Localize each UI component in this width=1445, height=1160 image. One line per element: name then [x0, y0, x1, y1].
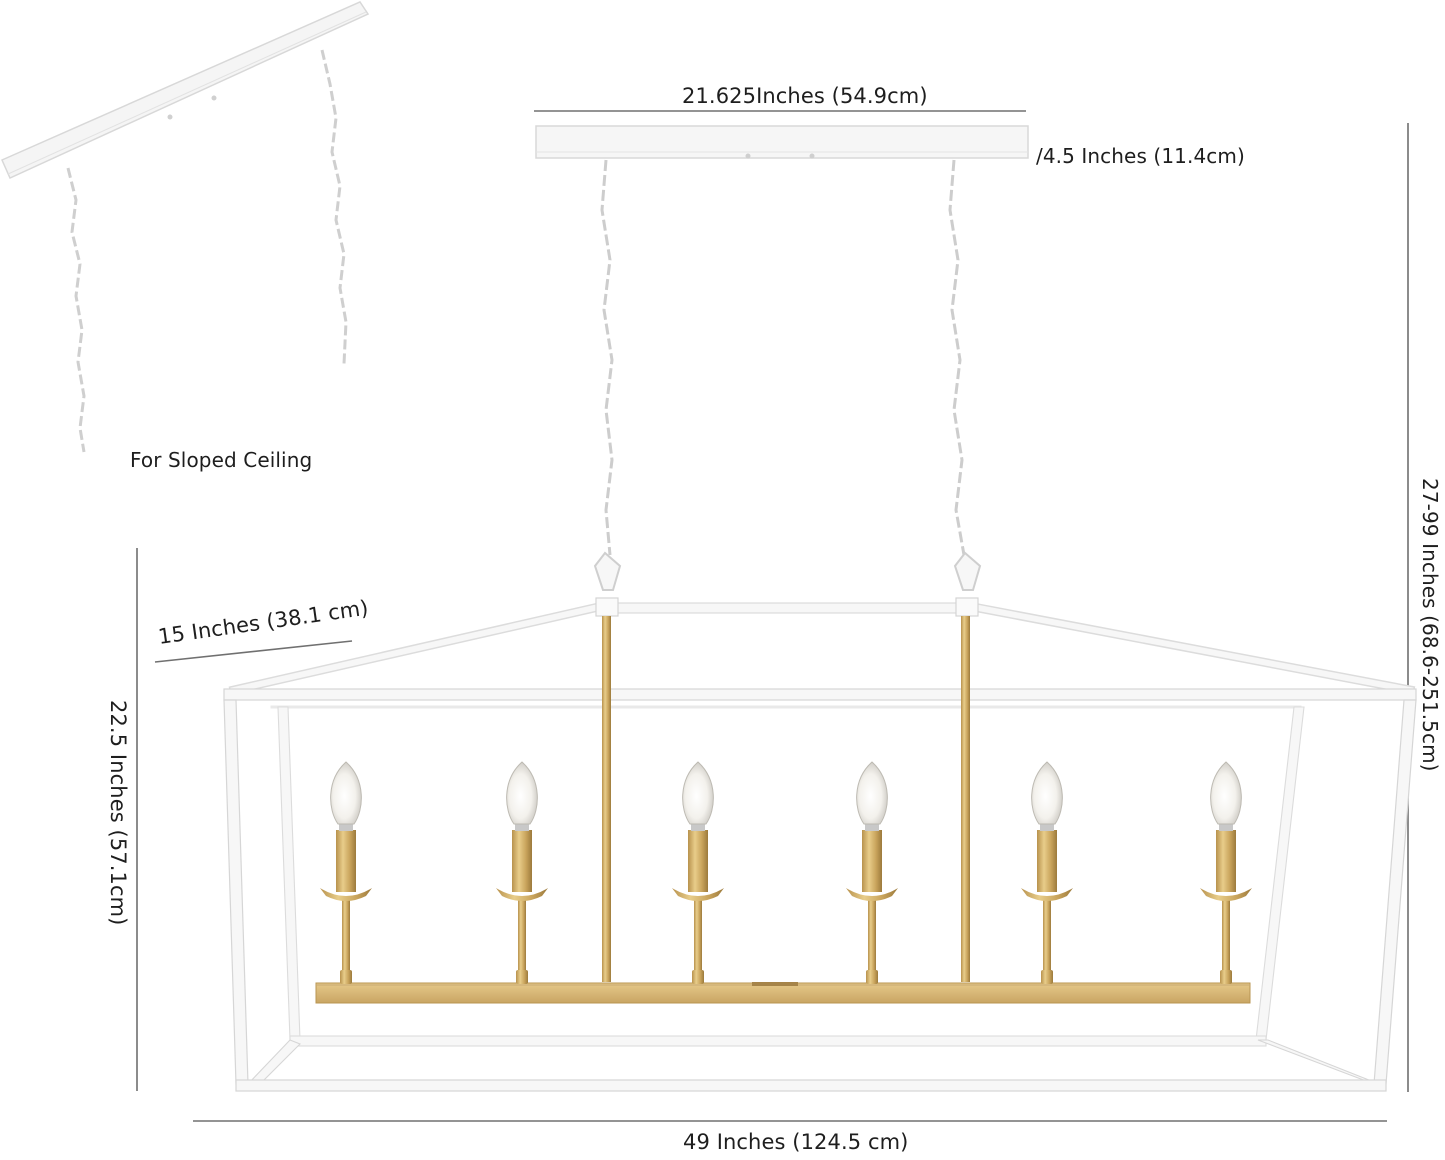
sloped-ceiling-caption: For Sloped Ceiling — [130, 448, 313, 472]
dimension-lines — [136, 110, 1409, 1122]
chain-hooks — [593, 551, 982, 591]
overall-width-label: 49 Inches (124.5 cm) — [683, 1130, 909, 1154]
brass-down-rods — [602, 616, 970, 982]
candle-6 — [1200, 761, 1252, 984]
canopy-length-label: 21.625Inches (54.9cm) — [682, 84, 928, 108]
lantern-frame — [223, 597, 1417, 1092]
ceiling-canopy — [535, 125, 1029, 159]
frame-height-label: 22.5 Inches (57.1cm) — [106, 700, 130, 926]
candle-5 — [1021, 761, 1073, 984]
hanging-chains — [600, 159, 966, 556]
candle-3 — [672, 761, 724, 984]
sloped-ceiling-inset — [1, 1, 370, 453]
candle-lights — [320, 761, 1252, 984]
candle-4 — [846, 761, 898, 984]
brass-candle-bar — [315, 982, 1251, 1004]
overall-height-label: 27-99 Inches (68.6-251.5cm) — [1418, 478, 1442, 772]
canopy-depth-label: /4.5 Inches (11.4cm) — [1036, 144, 1245, 168]
candle-2 — [496, 761, 548, 984]
candle-1 — [320, 761, 372, 984]
